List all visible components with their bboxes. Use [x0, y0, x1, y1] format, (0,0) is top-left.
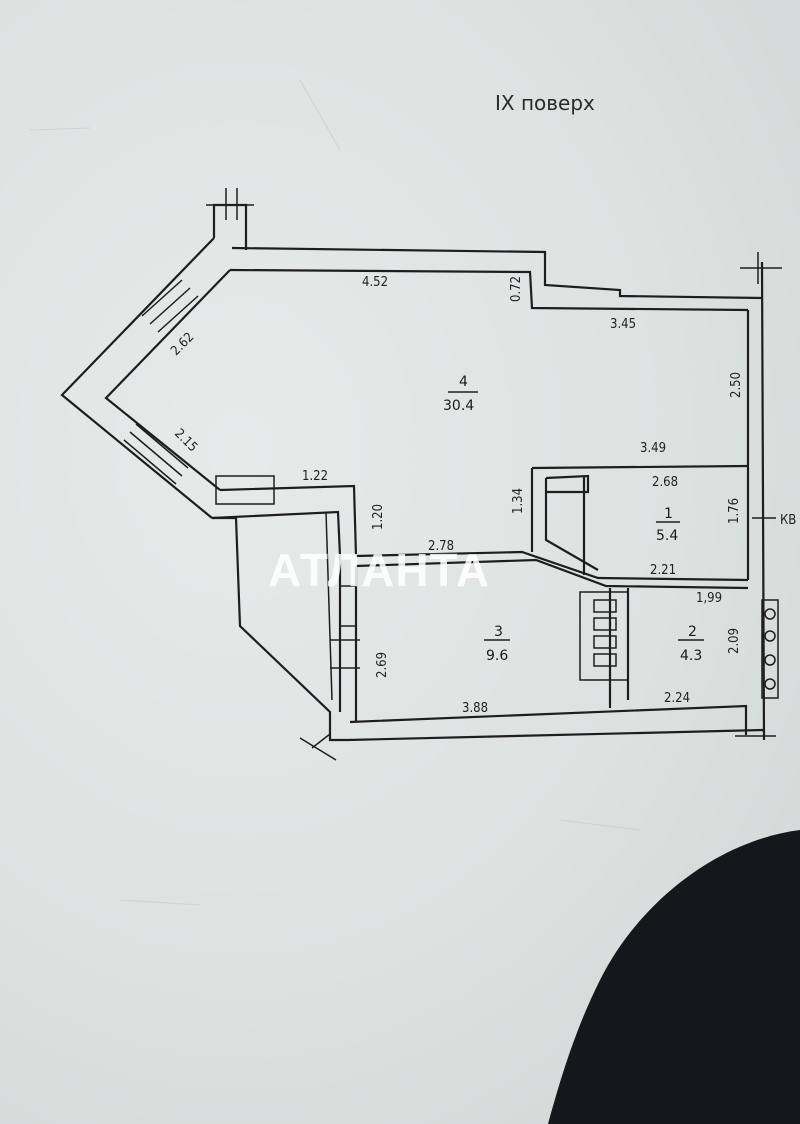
dimension: 2.15	[171, 426, 200, 455]
room-1-label: 1 5.4	[656, 506, 680, 544]
room-area: 30.4	[443, 398, 474, 414]
room-area: 9.6	[486, 648, 508, 664]
dimension: 2.68	[652, 475, 678, 490]
dimension: 1.20	[371, 504, 386, 530]
dimension: 3.88	[462, 701, 488, 716]
dimension: 1,99	[696, 591, 722, 606]
watermark: АТЛАНТА	[268, 544, 490, 596]
side-marker: КВ	[752, 513, 796, 528]
dimension: 3.45	[610, 317, 636, 332]
photo-shadow	[548, 830, 800, 1124]
dimension: 2.24	[664, 691, 690, 706]
floor-title: IX поверх	[495, 91, 595, 115]
room-number: 3	[494, 624, 503, 640]
risers	[761, 599, 779, 699]
paper-texture	[29, 79, 641, 906]
room-3-label: 3 9.6	[484, 624, 510, 664]
dimension: 2.21	[650, 563, 676, 578]
dimension: 1.76	[727, 498, 742, 524]
room-area: 4.3	[680, 648, 702, 664]
dimension: 3.49	[640, 441, 666, 456]
dimension: 1.22	[302, 469, 328, 484]
room-number: 4	[459, 374, 468, 390]
interior-walls	[211, 464, 749, 722]
dimension: 2.69	[375, 652, 390, 678]
dimension-labels: 4.52 0.72 3.45 2.50 2.62 2.15 3.49 2.68 …	[168, 275, 744, 716]
room-area: 5.4	[656, 528, 678, 544]
room-2-label: 2 4.3	[678, 624, 704, 664]
dimension: 2.50	[729, 372, 744, 398]
room-number: 1	[664, 506, 673, 522]
window-lower	[123, 423, 189, 485]
dimension: 1.34	[511, 488, 526, 514]
outer-walls	[60, 188, 782, 761]
dimension: 4.52	[362, 275, 388, 290]
vent-shaft	[579, 591, 629, 681]
radiator	[215, 475, 275, 505]
room-number: 2	[688, 624, 697, 640]
window-upper	[141, 279, 199, 333]
dimension: 2.09	[727, 628, 742, 654]
dimension: 2.62	[168, 330, 197, 359]
door-frame	[339, 585, 357, 627]
side-label: КВ	[780, 513, 796, 528]
dimension: 0.72	[509, 276, 524, 302]
dimension: 2.78	[428, 539, 454, 554]
room-4-label: 4 30.4	[443, 374, 478, 414]
